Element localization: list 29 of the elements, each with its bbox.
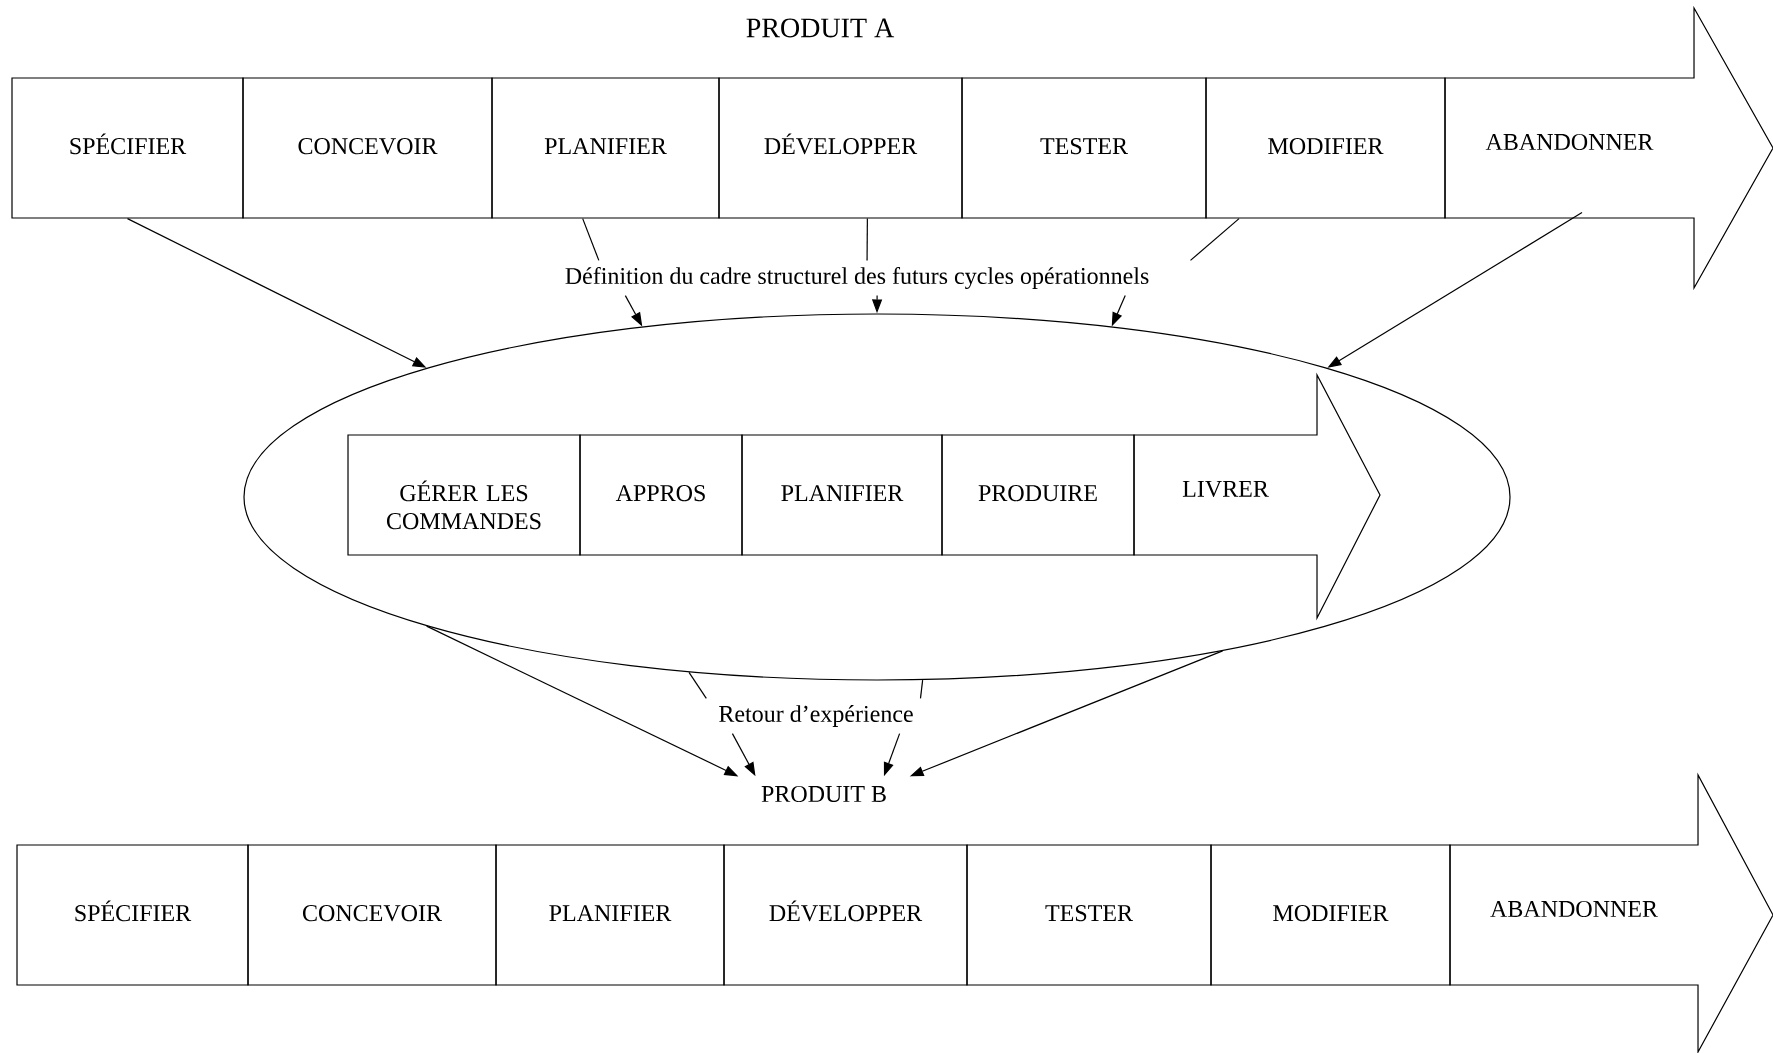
process-box: APPROS [579,434,743,556]
process-box: DÉVELOPPER [723,844,968,986]
connector-line [866,218,868,261]
process-box: PLANIFIER [491,77,720,219]
arrow-box: ABANDONNER [1449,772,1773,1053]
arrow-box: ABANDONNER [1444,5,1773,291]
connector-line [688,671,707,699]
process-box: MODIFIER [1210,844,1451,986]
process-box: TESTER [961,77,1207,219]
annotation-text: Définition du cadre structurel des futurs cycles opérationnels [565,266,1149,290]
process-box: MODIFIER [1205,77,1446,219]
process-box: SPÉCIFIER [16,844,249,986]
connector-line [919,679,924,699]
annotation-text: Retour d’expérience [719,705,913,727]
arrow-box: LIVRER [1133,372,1381,621]
heading: PRODUIT B [761,785,886,803]
heading: PRODUIT A [746,18,895,38]
process-box: GÉRER LES COMMANDES [347,434,581,556]
process-box: PRODUIRE [941,434,1135,556]
oval [243,313,1511,681]
process-box: CONCEVOIR [242,77,493,219]
process-box: DÉVELOPPER [718,77,963,219]
process-box: PLANIFIER [741,434,943,556]
connector-line [1189,218,1240,261]
process-box: PLANIFIER [495,844,725,986]
process-box: CONCEVOIR [247,844,497,986]
connector-line [582,218,600,261]
process-box: TESTER [966,844,1212,986]
process-box: SPÉCIFIER [11,77,244,219]
